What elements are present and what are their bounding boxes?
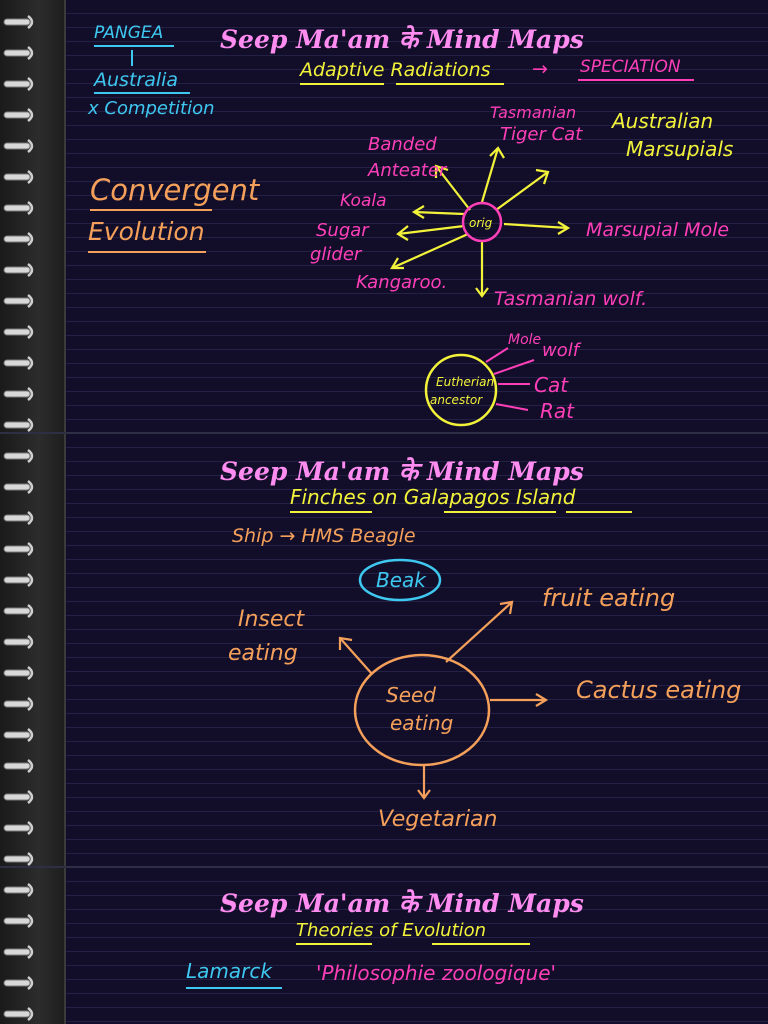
marsupial-mole-label: Marsupial Mole: [586, 219, 729, 241]
insect-eating-label: eating: [228, 641, 298, 666]
ship-label: Ship → HMS Beagle: [232, 525, 416, 547]
beak-label: Beak: [376, 568, 427, 592]
australian-label: Australian: [610, 109, 713, 133]
lamarck-label: Lamarck: [186, 959, 273, 983]
insect-label: Insect: [238, 607, 306, 632]
notebook-paper: [66, 868, 768, 1024]
notebook-paper: [66, 0, 768, 432]
eutherian-label: Eutherian: [436, 375, 494, 389]
tasmanian-label: Tasmanian: [490, 103, 576, 122]
ancestor-node: [424, 353, 498, 427]
ancestor-branch-wolf: wolf: [542, 340, 582, 361]
tiger-cat-label: Tiger Cat: [500, 124, 583, 145]
page-title: Seep Ma'am के Mind Maps: [220, 889, 584, 918]
page-2-drawing: Seep Ma'am के Mind Maps Finches on Galap…: [220, 457, 741, 832]
spiral-rings-icon: [3, 15, 34, 432]
page-title: Seep Ma'am के Mind Maps: [220, 457, 584, 486]
glider-label: glider: [310, 244, 363, 265]
ancestor-branch-mole: Mole: [508, 332, 541, 348]
page-1: Seep Ma'am के Mind Maps PANGEA Australia…: [0, 0, 768, 432]
page-title: Seep Ma'am के Mind Maps: [220, 25, 584, 54]
book-label: 'Philosophie zoologique': [316, 961, 556, 985]
page-divider: [0, 432, 768, 434]
marsupials-label: Marsupials: [626, 137, 733, 161]
origin-node: [461, 201, 503, 243]
spiral-binding: [0, 868, 66, 1024]
page-3: Seep Ma'am के Mind Maps Theories of Evol…: [0, 868, 768, 1024]
spiral-binding: [0, 434, 66, 866]
page-2: Seep Ma'am के Mind Maps Finches on Galap…: [0, 434, 768, 866]
adaptive-radiations-heading: Adaptive Radiations: [298, 59, 491, 81]
koala-label: Koala: [340, 191, 387, 211]
page-1-drawing: Seep Ma'am के Mind Maps PANGEA Australia…: [87, 23, 733, 427]
ancestor-branch-rat: Rat: [540, 399, 575, 423]
spiral-binding: [0, 0, 66, 432]
competition-label: x Competition: [87, 98, 215, 119]
beak-node: [358, 558, 442, 602]
finch-arrows: [338, 600, 549, 800]
page-divider: [0, 866, 768, 868]
page-3-drawing: Seep Ma'am के Mind Maps Theories of Evol…: [186, 889, 584, 989]
ancestor-arrows: [485, 347, 535, 411]
notebook-paper: [66, 434, 768, 866]
seed-eating-node: [353, 653, 491, 767]
convergent-label: Convergent: [90, 173, 261, 207]
ancestor-label: ancestor: [430, 393, 483, 407]
spiral-rings-icon: [3, 449, 34, 866]
banded-label: Banded: [368, 134, 437, 155]
finches-heading: Finches on Galapagos Island: [290, 485, 576, 509]
seed-label: Seed: [386, 683, 436, 707]
origin-label: orig: [469, 216, 493, 230]
eating-label: eating: [390, 711, 453, 735]
kangaroo-label: Kangaroo.: [356, 272, 447, 293]
pangea-label: PANGEA: [94, 23, 163, 43]
sugar-label: Sugar: [316, 220, 370, 241]
arrow-glyph: →: [532, 58, 548, 80]
fruit-eating-label: fruit eating: [542, 584, 675, 612]
cactus-eating-label: Cactus eating: [576, 676, 741, 704]
spiral-rings-icon: [3, 883, 34, 1021]
ancestor-branch-cat: Cat: [534, 373, 569, 397]
tasmanian-wolf-label: Tasmanian wolf.: [494, 288, 647, 310]
radiation-arrows: [390, 146, 571, 298]
anteater-label: Anteater: [367, 160, 448, 181]
evolution-label: Evolution: [88, 217, 205, 246]
speciation-label: SPECIATION: [580, 57, 681, 77]
australia-label: Australia: [92, 69, 178, 91]
theories-heading: Theories of Evolution: [296, 920, 486, 941]
vegetarian-label: Vegetarian: [378, 807, 498, 832]
